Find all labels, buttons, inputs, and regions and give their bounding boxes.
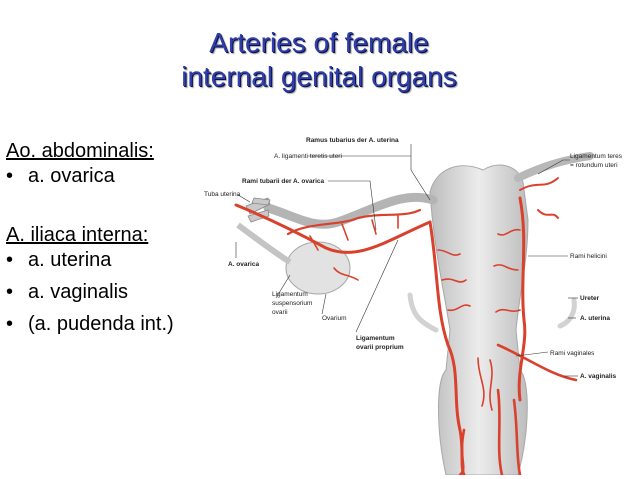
slide-title-line-1: Arteries of female: [209, 27, 429, 58]
group-heading-iliaca: A. iliaca interna:: [6, 224, 149, 246]
label-tuba-uterina: Tuba uterina: [204, 191, 241, 198]
label-lig-teretis: A. ligamenti teretis uteri: [274, 153, 342, 160]
label-rami-vaginales: Rami vaginales: [550, 350, 595, 357]
slide-title: Arteries of female internal genital orga…: [0, 26, 638, 94]
anatomy-figure: Ramus tubarius der A. uterina A. ligamen…: [204, 137, 623, 475]
label-rami-helicini: Rami helicini: [570, 253, 607, 260]
label-rami-tubarii: Rami tubarii der A. ovarica: [242, 178, 325, 185]
suspensory-ligament: [236, 222, 292, 265]
label-lig-susp-3: ovarii: [272, 309, 288, 316]
group-heading-aorta: Ao. abdominalis:: [6, 140, 154, 162]
label-lig-susp-1: Ligamentum: [272, 291, 308, 298]
label-lig-prop-1: Ligamentum: [356, 335, 395, 342]
label-lig-teres-2: = rotundum uteri: [570, 162, 618, 169]
label-ovarium: Ovarium: [322, 315, 347, 322]
figure-labels: Ramus tubarius der A. uterina A. ligamen…: [204, 137, 623, 380]
list-item-pudenda: (a. pudenda int.): [6, 312, 206, 337]
ureters: [407, 292, 577, 333]
label-lig-susp-2: suspensorium: [272, 300, 312, 307]
label-ureter: Ureter: [580, 295, 600, 302]
label-ramus-tubarius: Ramus tubarius der A. uterina: [306, 137, 399, 144]
artery-list: Ao. abdominalis: a. ovarica A. iliaca in…: [6, 138, 206, 337]
label-lig-prop-2: ovarii proprium: [356, 344, 404, 351]
leader-lines: [235, 144, 578, 377]
label-a-vaginalis: A. vaginalis: [580, 373, 617, 380]
list-item-ovarica: a. ovarica: [6, 164, 206, 189]
label-a-uterina: A. uterina: [580, 315, 610, 322]
slide-title-line-2: internal genital organs: [181, 61, 457, 92]
label-a-ovarica: A. ovarica: [228, 261, 259, 268]
round-ligament: [514, 152, 594, 182]
list-item-uterina: a. uterina: [6, 248, 206, 273]
uterus-tissue: [429, 164, 529, 475]
label-lig-teres-1: Ligamentum teres: [570, 153, 623, 160]
arteries: [234, 177, 578, 475]
list-item-vaginalis: a. vaginalis: [6, 280, 206, 305]
